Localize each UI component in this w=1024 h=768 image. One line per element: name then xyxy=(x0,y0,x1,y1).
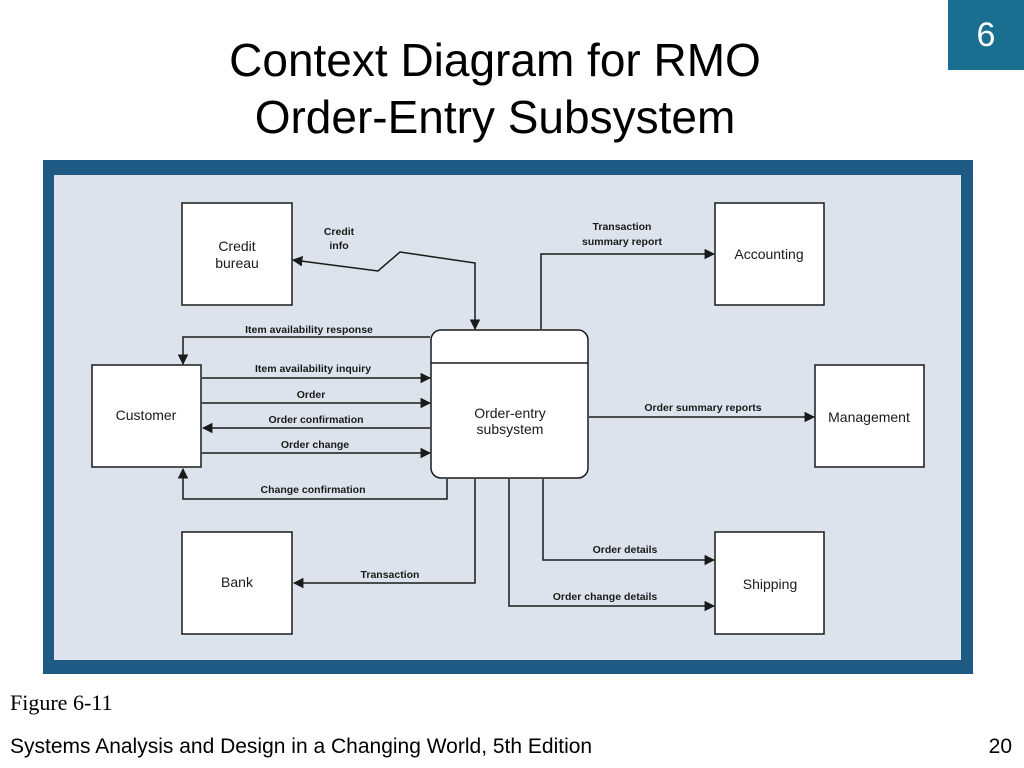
flow-order-details-line xyxy=(542,479,716,566)
chapter-number-badge: 6 xyxy=(948,0,1024,70)
flow-order-confirmation-label: Order confirmation xyxy=(268,414,363,426)
page-number: 20 xyxy=(988,735,1012,758)
entity-customer: Customer xyxy=(91,364,202,468)
flow-transaction-summary-label-2: summary report xyxy=(582,236,662,248)
flow-credit-info-line xyxy=(291,251,481,331)
flow-transaction-line xyxy=(292,479,476,589)
entity-management-label: Management xyxy=(828,409,910,425)
flow-item-availability-inquiry-label: Item availability inquiry xyxy=(255,363,371,375)
context-diagram: Credit bureau Accounting Customer Manage… xyxy=(54,175,961,660)
entity-credit-bureau: Credit bureau xyxy=(181,202,293,306)
flow-item-availability-response-label: Item availability response xyxy=(245,324,373,336)
entity-shipping: Shipping xyxy=(714,531,825,635)
slide-title-line-2: Order-Entry Subsystem xyxy=(254,91,736,143)
slide-title: Context Diagram for RMO Order-Entry Subs… xyxy=(100,32,890,146)
flow-transaction-label: Transaction xyxy=(361,569,420,581)
flow-order-change-details-label: Order change details xyxy=(553,591,658,603)
process-label-2: subsystem xyxy=(477,421,544,437)
flow-order-change-label: Order change xyxy=(281,439,349,451)
flow-order-summary-reports-label: Order summary reports xyxy=(644,402,761,414)
slide-title-line-1: Context Diagram for RMO xyxy=(229,34,761,86)
flow-change-confirmation-label: Change confirmation xyxy=(260,484,365,496)
flow-order-label: Order xyxy=(297,389,326,401)
entity-shipping-label: Shipping xyxy=(743,576,798,592)
flow-credit-info-label-2: info xyxy=(329,240,348,252)
flow-order-details-label: Order details xyxy=(593,544,658,556)
entity-bank-label: Bank xyxy=(221,574,254,590)
entity-credit-bureau-label-1: Credit xyxy=(218,238,255,254)
flow-transaction-summary-line xyxy=(540,248,716,329)
flow-change-confirmation-line xyxy=(177,467,448,500)
entity-credit-bureau-label-2: bureau xyxy=(215,255,259,271)
entity-accounting: Accounting xyxy=(714,202,825,306)
context-diagram-figure: Credit bureau Accounting Customer Manage… xyxy=(43,160,973,674)
flow-order-change-details-line xyxy=(508,479,716,612)
footer-book-title: Systems Analysis and Design in a Changin… xyxy=(10,735,593,758)
figure-caption: Figure 6-11 xyxy=(10,690,113,715)
entity-management: Management xyxy=(814,364,925,468)
entity-customer-label: Customer xyxy=(116,407,177,423)
entity-accounting-label: Accounting xyxy=(734,246,803,262)
process-label-1: Order-entry xyxy=(474,405,546,421)
flow-transaction-summary-label-1: Transaction xyxy=(593,221,652,233)
flow-item-availability-response-line xyxy=(177,336,430,366)
flow-credit-info-label-1: Credit xyxy=(324,226,355,238)
entity-bank: Bank xyxy=(181,531,293,635)
process-order-entry-subsystem: Order-entry subsystem xyxy=(430,329,589,479)
